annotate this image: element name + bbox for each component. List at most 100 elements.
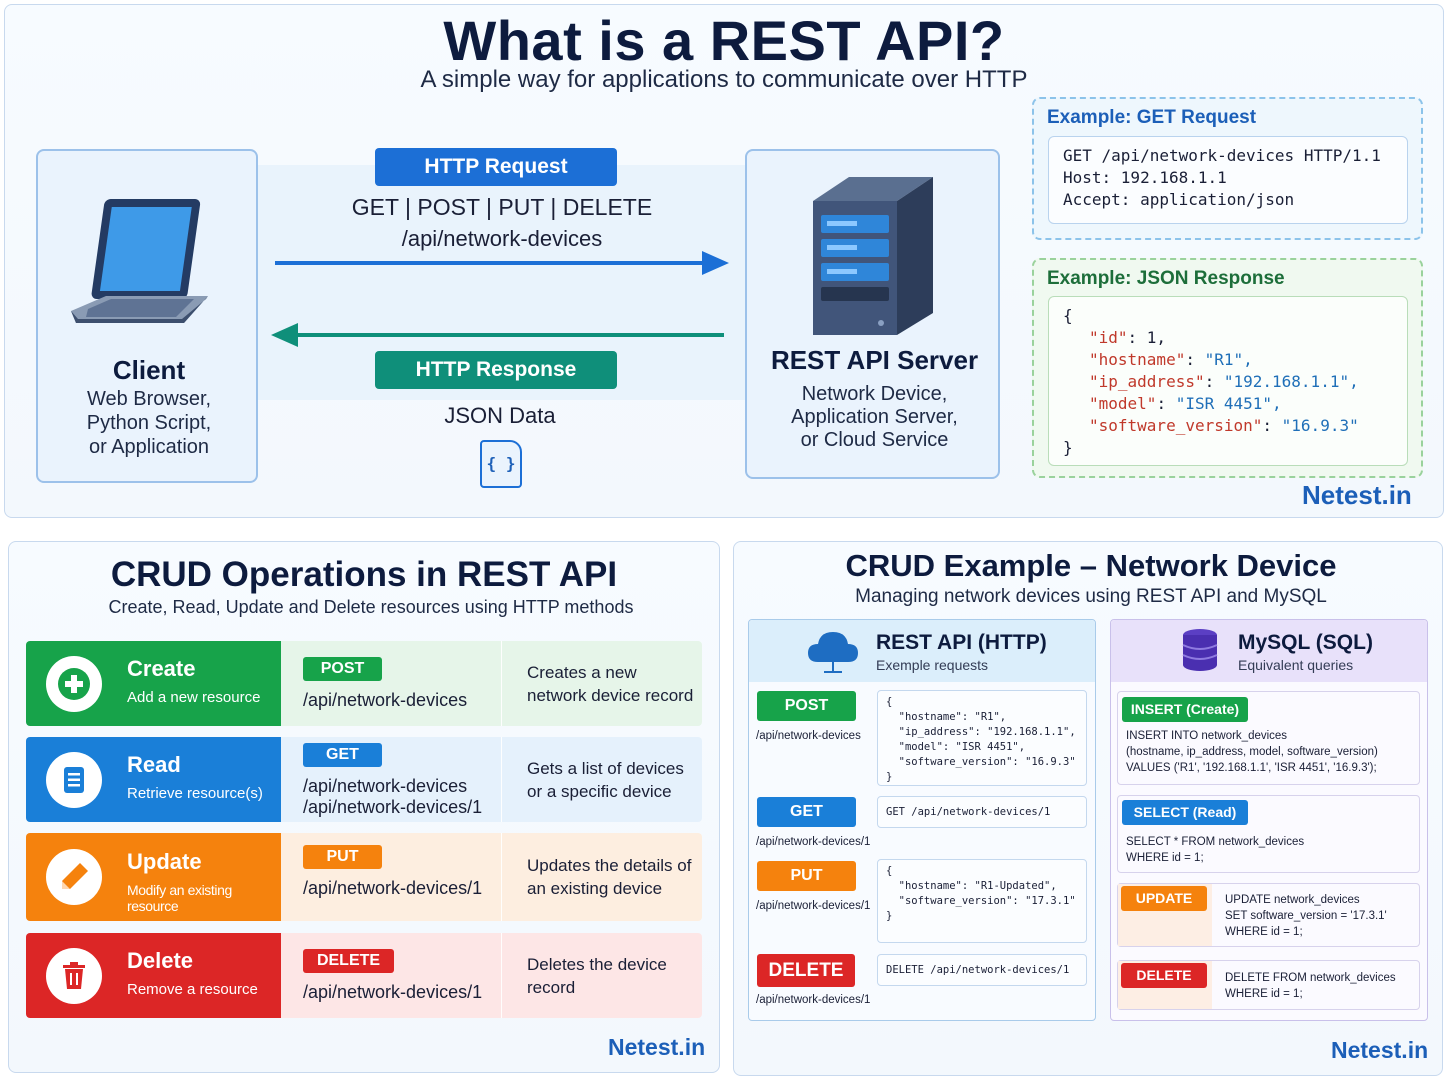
crud-description-line: an existing device	[527, 879, 663, 898]
crud-operations-subtitle: Create, Read, Update and Delete resource…	[108, 597, 634, 617]
json-value: "ISR 4451",	[1175, 394, 1282, 413]
endpoint-path: /api/network-devices/1	[303, 797, 483, 817]
json-colon: :	[1127, 328, 1147, 347]
server-desc-3: or Cloud Service	[800, 429, 949, 451]
laptop-icon	[71, 199, 208, 323]
json-value: "16.9.3"	[1281, 416, 1359, 435]
http-request-label: HTTP Request	[375, 148, 617, 186]
sql-column-title: MySQL (SQL)	[1238, 631, 1373, 654]
database-icon	[1182, 629, 1218, 671]
client-title: Client	[112, 355, 186, 385]
pencil-icon	[46, 849, 102, 905]
sql-column-subtitle: Equivalent queries	[1238, 657, 1354, 673]
rest-path: /api/network-devices	[756, 730, 861, 742]
json-field-line: "ip_address": "192.168.1.1",	[1063, 371, 1393, 393]
get-line-1: GET /api/network-devices HTTP/1.1	[1063, 146, 1381, 165]
crud-op-desc: Retrieve resource(s)	[127, 784, 263, 802]
brand-top: Netest.in	[1302, 480, 1412, 510]
crud-op-name: Read	[127, 751, 181, 777]
crud-description-line: Deletes the device	[527, 954, 667, 974]
client-desc-2: Python Script,	[86, 412, 212, 434]
example-json-code: {"id": 1,"hostname": "R1","ip_address": …	[1048, 296, 1408, 466]
sql-query-text: INSERT INTO network_devices (hostname, i…	[1126, 730, 1378, 774]
json-colon: :	[1156, 394, 1176, 413]
brand-crud-example: Netest.in	[1331, 1037, 1429, 1063]
request-methods: GET | POST | PUT | DELETE	[351, 194, 653, 220]
rest-column-title: REST API (HTTP)	[876, 631, 1047, 654]
method-badge-delete: DELETE	[303, 949, 394, 973]
json-field-line: "software_version": "16.9.3"	[1063, 415, 1393, 437]
page-subtitle: A simple way for applications to communi…	[420, 66, 1028, 93]
crud-op-desc: Remove a resource	[127, 980, 258, 998]
endpoint-path: /api/network-devices	[303, 690, 468, 710]
crud-description-line: network device record	[527, 685, 694, 705]
endpoint-path: /api/network-devices	[303, 776, 468, 796]
get-line-2: Host: 192.168.1.1	[1063, 168, 1227, 187]
json-colon: :	[1185, 350, 1205, 369]
sql-tag: DELETE	[1121, 963, 1207, 988]
plus-icon	[46, 655, 102, 712]
crud-description-line: record	[527, 977, 576, 997]
json-field-line: "id": 1,	[1063, 327, 1393, 349]
sql-tag: INSERT (Create)	[1122, 697, 1248, 722]
json-open-brace: {	[1063, 306, 1073, 325]
brand-crud-ops: Netest.in	[608, 1034, 706, 1060]
crud-op-desc: Add a new resource	[127, 688, 261, 706]
page-title: What is a REST API?	[443, 9, 1005, 72]
response-data: JSON Data	[444, 403, 556, 428]
method-badge-post: POST	[303, 657, 382, 681]
document-icon	[46, 751, 102, 808]
sql-tag: SELECT (Read)	[1122, 800, 1248, 825]
rest-method-delete: DELETE	[757, 954, 855, 987]
server-box: REST API Server Network Device, Applicat…	[745, 149, 1000, 479]
json-value: "R1",	[1204, 350, 1253, 369]
crud-description-line: Updates the details of	[527, 856, 692, 875]
rest-column-subtitle: Exemple requests	[876, 657, 989, 673]
method-badge-put: PUT	[303, 845, 382, 869]
rest-method-post: POST	[757, 691, 856, 721]
response-arrow	[271, 323, 724, 347]
json-file-icon: { }	[480, 440, 522, 488]
rest-request-code: { "hostname": "R1", "ip_address": "192.1…	[877, 690, 1087, 786]
json-key: "hostname"	[1089, 350, 1186, 369]
http-response-label: HTTP Response	[375, 351, 617, 389]
request-arrow	[275, 251, 729, 275]
json-colon: :	[1262, 416, 1282, 435]
crud-endpoint-cell: GET/api/network-devices/api/network-devi…	[281, 737, 501, 822]
crud-operations-title: CRUD Operations in REST API	[110, 555, 618, 594]
json-key: "model"	[1089, 394, 1157, 413]
client-desc-1: Web Browser,	[86, 388, 212, 410]
example-json-title: Example: JSON Response	[1047, 268, 1285, 289]
get-line-3: Accept: application/json	[1063, 190, 1295, 209]
endpoint-path: /api/network-devices/1	[303, 878, 483, 898]
json-key: "id"	[1089, 328, 1128, 347]
json-field-line: "model": "ISR 4451",	[1063, 393, 1393, 415]
sql-tag: UPDATE	[1121, 886, 1207, 911]
json-key: "ip_address"	[1089, 372, 1205, 391]
crud-endpoint-cell: POST/api/network-devices	[281, 641, 501, 726]
endpoint-path: /api/network-devices/1	[303, 982, 483, 1002]
json-close-brace: }	[1063, 438, 1073, 457]
crud-example-title: CRUD Example – Network Device	[845, 548, 1337, 583]
crud-op-name: Delete	[127, 947, 194, 973]
crud-endpoint-cell: PUT/api/network-devices/1	[281, 833, 501, 921]
sql-column-header	[1111, 620, 1427, 682]
client-desc-3: or Application	[88, 436, 210, 458]
crud-example-subtitle: Managing network devices using REST API …	[855, 586, 1327, 607]
server-title: REST API Server	[770, 345, 979, 375]
json-field-line: "hostname": "R1",	[1063, 349, 1393, 371]
sql-query-text: DELETE FROM network_devices WHERE id = 1…	[1225, 972, 1396, 1000]
server-desc-1: Network Device,	[801, 383, 948, 405]
cloud-icon	[808, 632, 858, 673]
crud-op-name: Create	[127, 655, 196, 681]
sql-query-text: UPDATE network_devices SET software_vers…	[1225, 894, 1387, 938]
